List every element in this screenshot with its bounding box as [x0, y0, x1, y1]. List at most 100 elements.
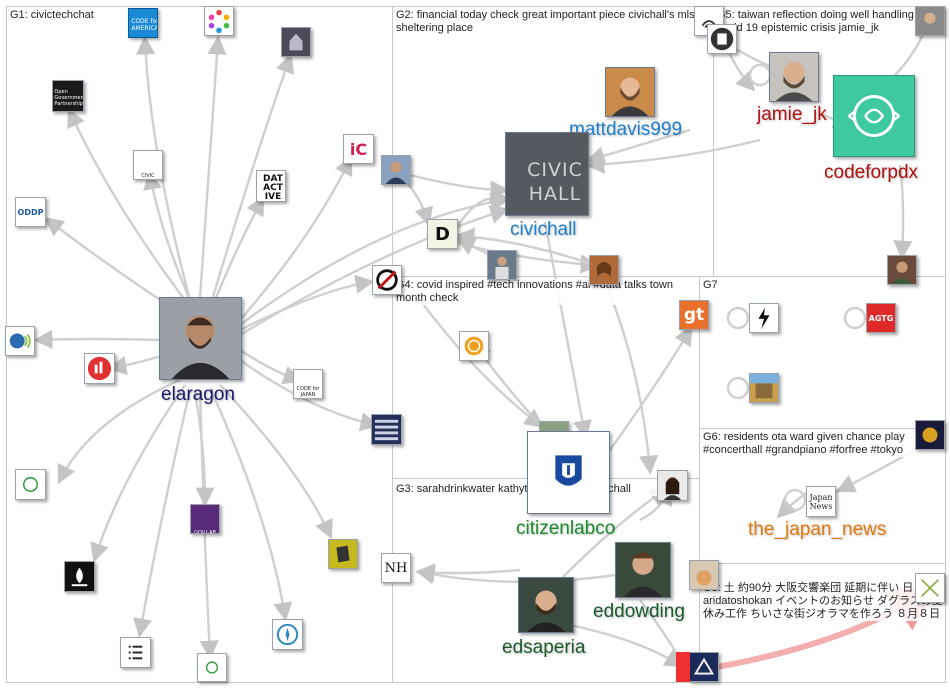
avatar [519, 578, 573, 632]
node-g5-corner-photo[interactable] [915, 6, 945, 36]
oddp-logo: ODDP [17, 207, 44, 217]
govlab-logo: GOV.LAB [194, 530, 216, 534]
node-grid-text-icon[interactable] [371, 414, 402, 445]
node-civichall-logo[interactable]: CIVIC HALL [505, 132, 589, 216]
node-jamie-jk-avatar[interactable] [769, 52, 819, 102]
node-agtg-logo[interactable]: AGTG [866, 303, 896, 333]
node-g7-photo[interactable] [749, 373, 779, 403]
node-code-for-america-icon[interactable]: CODE for AMERICA [128, 8, 158, 38]
label-elaragon: elaragon [161, 384, 235, 405]
node-elaragon-avatar[interactable] [159, 297, 242, 380]
group-label-g8: G8: 土 約90分 大阪交響楽団 延期に伴い 日 aridatoshokan … [703, 582, 943, 621]
agtg-logo: AGTG [868, 313, 894, 323]
node-eddowding-avatar[interactable] [615, 542, 671, 598]
node-japan-news-logo[interactable]: Japan News [806, 486, 836, 517]
list-icon [128, 645, 143, 660]
map-icon [336, 545, 350, 563]
node-nh-logo[interactable]: NH [381, 553, 411, 583]
lightning-icon [758, 307, 770, 330]
node-g8-cat-photo[interactable] [689, 560, 719, 590]
node-g4-banned-icon[interactable] [372, 265, 402, 295]
no-entry-icon [376, 269, 398, 291]
rose-logo-icon [847, 95, 901, 137]
node-g8-red-icon[interactable] [676, 652, 690, 682]
node-g5-dark-icon[interactable] [707, 24, 737, 54]
label-the-japan-news: the_japan_news [748, 519, 887, 540]
node-citizenlabco-logo[interactable] [527, 431, 610, 514]
label-civichall: civichall [510, 219, 577, 240]
node-list-icon[interactable] [120, 637, 151, 668]
node-red-chart-icon[interactable] [84, 353, 115, 384]
node-codeforpdx-logo[interactable] [833, 75, 915, 157]
sun-icon [464, 336, 484, 356]
node-civic-media-icon[interactable]: CIVIC MEDIA [133, 150, 163, 180]
group-label-g6: G6: residents ota ward given chance play… [703, 431, 928, 457]
label-citizenlabco: citizenlabco [516, 518, 616, 539]
node-edsaperia-avatar[interactable] [518, 577, 574, 633]
globe-icon [9, 333, 31, 349]
group-label-g1: G1: civictechchat [10, 9, 130, 22]
label-edsaperia: edsaperia [502, 637, 586, 658]
node-d-logo[interactable]: D [427, 219, 458, 249]
group-label-g7: G7 [703, 279, 718, 292]
triangle-logo-icon [693, 657, 715, 675]
node-compass-icon[interactable] [272, 619, 303, 650]
node-open-gov-partnership[interactable]: Open Government Partnership [52, 80, 84, 112]
group-g8-box [699, 563, 946, 683]
close-icon [920, 578, 940, 598]
open-gov-logo: Open Government Partnership [54, 89, 84, 107]
avatar [924, 12, 936, 24]
nh-logo: NH [384, 560, 408, 576]
node-globe-icon[interactable] [5, 326, 35, 356]
leaf-circle-icon [23, 477, 38, 492]
poster-icon [922, 427, 938, 443]
node-data-active-icon[interactable]: DAT ACT IVE [256, 170, 286, 202]
group-label-g2: G2: financial today check great importan… [396, 9, 701, 35]
gt-logo: gt [683, 305, 705, 325]
label-mattdavis999: mattdavis999 [569, 119, 683, 140]
node-campfire-icon[interactable] [64, 561, 95, 592]
capitol-building-icon [289, 33, 303, 51]
compass-icon [276, 623, 299, 646]
ic-logo: iC [349, 139, 368, 159]
code-for-japan-logo: CODE for JAPAN [296, 386, 320, 398]
node-g6-poster-icon[interactable] [915, 420, 945, 450]
node-g4-sun-icon[interactable] [459, 331, 489, 361]
node-g8-triangle-icon[interactable] [689, 652, 719, 682]
node-building-photo[interactable] [281, 27, 311, 57]
group-label-g5: G5: taiwan reflection doing well handlin… [717, 9, 942, 35]
node-colorful-dots-icon[interactable] [204, 6, 234, 36]
node-mattdavis999-avatar[interactable] [605, 67, 655, 117]
node-yellow-map-icon[interactable] [328, 539, 358, 569]
avatar [770, 53, 818, 101]
node-green-small-icon[interactable] [197, 653, 227, 682]
label-eddowding: eddowding [593, 601, 685, 622]
node-g2-seated-photo[interactable] [487, 250, 517, 280]
document-icon [710, 27, 734, 51]
cat-photo-icon [696, 570, 712, 586]
node-g2-person-photo[interactable] [381, 155, 411, 185]
node-oddp-icon[interactable]: ODDP [15, 197, 46, 227]
node-ic-icon[interactable]: iC [343, 134, 374, 164]
node-green-circle-icon[interactable] [15, 469, 46, 500]
node-govlab-icon[interactable]: GOV.LAB [190, 504, 220, 534]
avatar [596, 261, 612, 277]
avatar [385, 161, 407, 184]
avatar [891, 261, 913, 284]
civic-media-logo: CIVIC MEDIA [141, 173, 155, 179]
node-lightning-icon[interactable] [749, 303, 779, 333]
leaf-circle-icon [205, 661, 219, 674]
label-codeforpdx: codeforpdx [824, 162, 919, 183]
avatar [160, 298, 241, 379]
fire-icon [71, 567, 88, 587]
node-gt-logo[interactable]: gt [679, 300, 709, 330]
data-active-logo: DAT ACT IVE [263, 173, 283, 202]
node-g3-woman-photo[interactable] [657, 470, 688, 501]
node-g5-bottom-photo[interactable] [887, 255, 917, 285]
node-code-for-japan-icon[interactable]: CODE for JAPAN [293, 369, 323, 399]
node-g2-woman-photo[interactable] [589, 255, 619, 285]
civic-hall-logo: CIVIC HALL [527, 159, 583, 205]
code-for-america-logo: CODE for AMERICA [131, 18, 158, 32]
node-g8-x-icon[interactable] [915, 573, 945, 603]
